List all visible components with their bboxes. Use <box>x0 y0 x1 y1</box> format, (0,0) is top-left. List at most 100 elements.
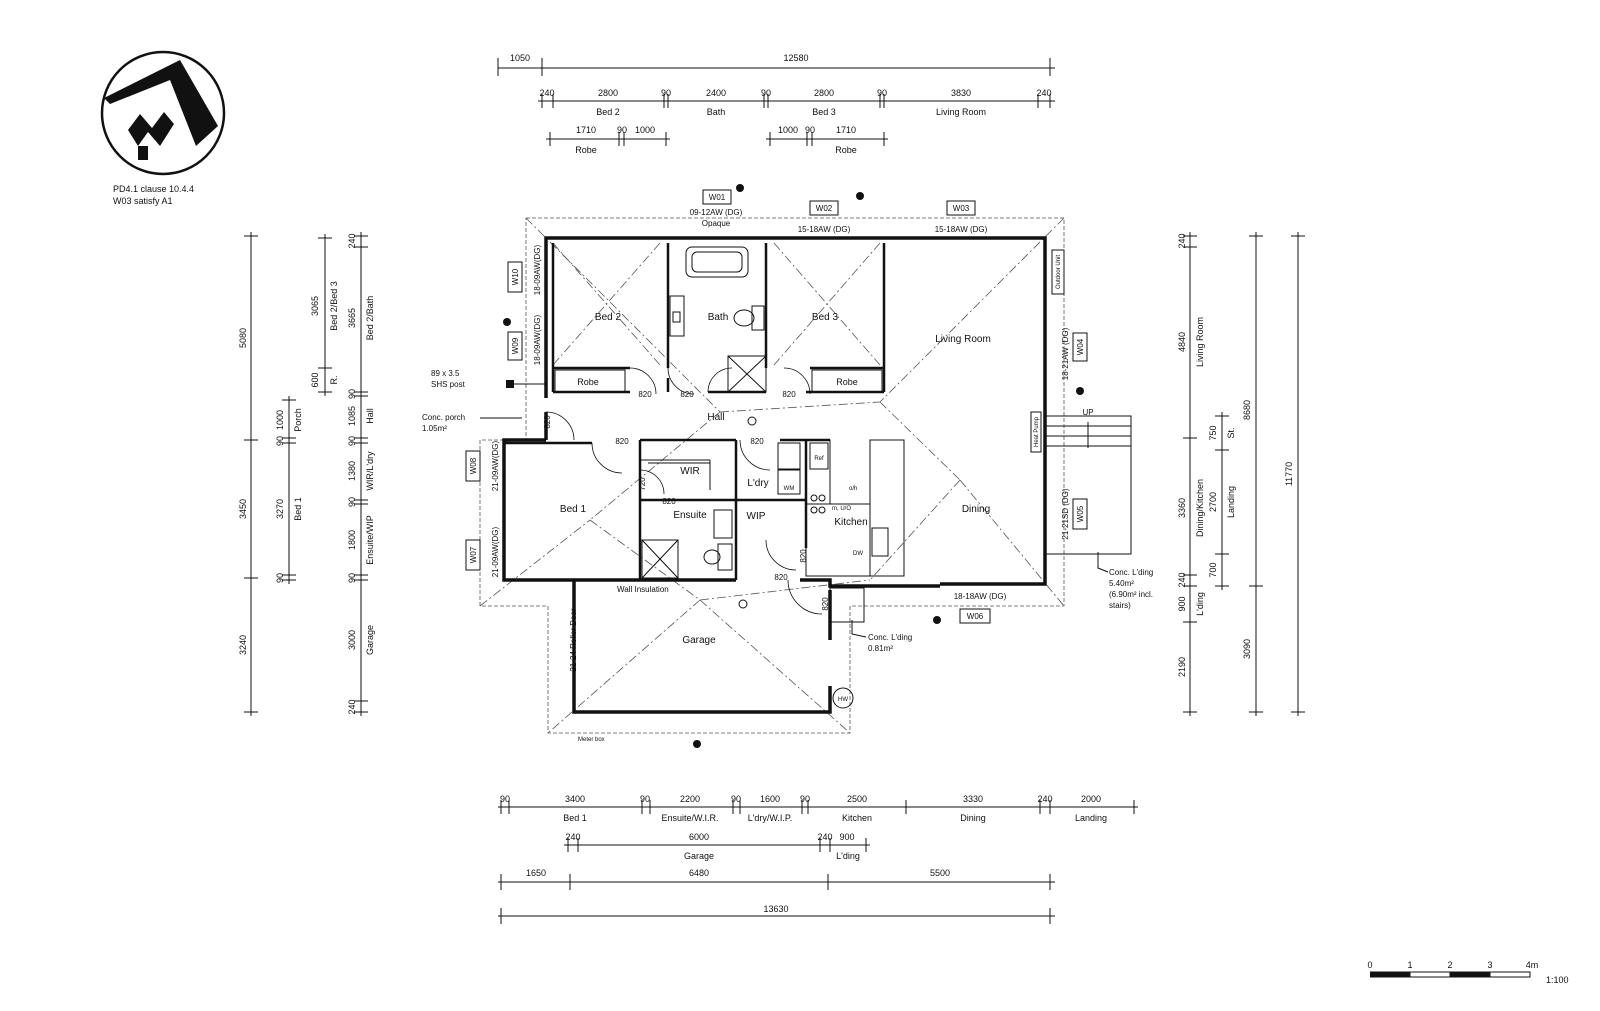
dim-left-label-porch: Porch <box>293 408 303 432</box>
porch-note-line-1: Conc. porch <box>422 413 465 422</box>
dim-right-3090: 3090 <box>1242 639 1252 659</box>
front-landing-note-1: Conc. L'ding <box>1109 568 1153 577</box>
dim-right-3360: 3360 <box>1177 498 1187 518</box>
dim-right-11770: 11770 <box>1284 462 1294 486</box>
dim-left-3000: 3000 <box>347 630 357 650</box>
room-label-wip: WIP <box>747 511 766 522</box>
dim-bottom-2000: 2000 <box>1081 794 1101 804</box>
dim-left-1000: 1000 <box>275 410 285 430</box>
window-tags: W01 09-12AW (DG) Opaque W02 15-18AW (DG)… <box>465 189 1088 624</box>
dim-bottom-2500: 2500 <box>847 794 867 804</box>
dim-bottom-label-laundry: L'dry/W.I.P. <box>748 813 793 823</box>
window-tag-w04: W04 <box>1076 338 1085 355</box>
dim-left-600: 600 <box>310 372 320 387</box>
meter-box-note: Meter box <box>578 737 605 743</box>
stairs-up-note: UP <box>1082 408 1093 417</box>
north-note-line-2: W03 satisfy A1 <box>113 196 173 206</box>
stairs-icon <box>1044 415 1132 555</box>
uo-label: m, U/O <box>832 506 851 512</box>
scale-tick-1: 1 <box>1407 960 1412 970</box>
door-width-8: 820 <box>543 415 552 429</box>
dim-left-3240: 3240 <box>238 635 248 655</box>
dim-top-2400-bath: 2400 <box>706 88 726 98</box>
scale-ratio: 1:100 <box>1546 975 1569 985</box>
scale-bar: 0 1 2 3 4m 1:100 <box>1367 960 1568 985</box>
dim-right-label-stairs: St. <box>1226 427 1236 438</box>
dim-bottom-label-ensuite: Ensuite/W.I.R. <box>661 813 718 823</box>
house-walls <box>502 236 1047 714</box>
scale-tick-2: 2 <box>1447 960 1452 970</box>
dim-bottom-90-c: 90 <box>731 794 741 804</box>
top-dimensions: 1050 12580 240 2800 Bed 2 90 2400 Bath 9… <box>497 53 1055 155</box>
dim-bottom-3330: 3330 <box>963 794 983 804</box>
dim-top-3830-living: 3830 <box>951 88 971 98</box>
window-spec-w10: 18-09AW(DG) <box>533 244 542 295</box>
post-note-line-1: 89 x 3.5 <box>431 369 460 378</box>
dw-label: DW <box>853 551 863 557</box>
room-label-bath: Bath <box>708 312 729 323</box>
door-width-7: 820 <box>774 573 788 582</box>
dim-right-700: 700 <box>1208 562 1218 577</box>
dim-left-label-robe: R. <box>329 376 339 385</box>
door-width-4: 820 <box>615 437 629 446</box>
rear-landing <box>829 587 865 623</box>
dim-robe-label-left: Robe <box>575 145 597 155</box>
front-landing-note-2: 5.40m² <box>1109 579 1134 588</box>
window-tag-w07: W07 <box>469 546 478 563</box>
window-spec-w02: 15-18AW (DG) <box>798 225 851 234</box>
window-spec-w07: 21-09AW(DG) <box>491 526 500 577</box>
dim-top-label-living: Living Room <box>936 107 986 117</box>
room-label-robe-left: Robe <box>577 377 599 387</box>
dim-bottom-13630: 13630 <box>763 904 788 914</box>
porch-note-line-2: 1.05m² <box>422 424 447 433</box>
dim-left-label-ensuite-wip: Ensuite/WIP <box>365 515 375 565</box>
dim-left-1380: 1380 <box>347 461 357 481</box>
dim-right-label-landing: Landing <box>1226 486 1236 518</box>
window-tag-w01: W01 <box>709 193 726 202</box>
room-label-dining: Dining <box>962 504 990 515</box>
room-label-laundry: L'dry <box>747 478 768 489</box>
dim-garage-900: 900 <box>839 832 854 842</box>
dim-bottom-90-d: 90 <box>800 794 810 804</box>
roller-door-note: 21-24 Roller Door <box>569 608 578 671</box>
dim-bottom-3400: 3400 <box>565 794 585 804</box>
dim-left-1800: 1800 <box>347 530 357 550</box>
left-dimensions: 5080 3450 3240 3065 Bed 2/Bed 3 600 R. 1… <box>238 232 375 716</box>
dim-bottom-label-landing: Landing <box>1075 813 1107 823</box>
dim-right-2700: 2700 <box>1208 492 1218 512</box>
wm-label: WM <box>784 486 795 492</box>
dim-left-label-garage: Garage <box>365 625 375 655</box>
room-label-robe-right: Robe <box>836 377 858 387</box>
dim-garage-240-b: 240 <box>817 832 832 842</box>
dim-top-90-c: 90 <box>877 88 887 98</box>
dim-left-240-top: 240 <box>347 233 357 248</box>
door-swings <box>545 367 823 615</box>
dim-left-label-bed2-bed3: Bed 2/Bed 3 <box>329 281 339 331</box>
dim-top-12580: 12580 <box>783 53 808 63</box>
door-width-9: 820 <box>799 549 808 563</box>
dim-right-label-landing-small: L'ding <box>1195 592 1205 616</box>
dim-left-3065: 3065 <box>310 296 320 316</box>
north-arrow-icon <box>100 50 226 176</box>
dim-robe-1000-right: 1000 <box>778 125 798 135</box>
dim-top-label-bed2: Bed 2 <box>596 107 620 117</box>
window-tag-w02: W02 <box>816 204 833 213</box>
dim-robe-90-left: 90 <box>617 125 627 135</box>
front-landing-note-4: stairs) <box>1109 601 1131 610</box>
window-spec-w01: 09-12AW (DG) <box>690 208 743 217</box>
dim-left-90-e: 90 <box>347 497 357 507</box>
dim-right-2190: 2190 <box>1177 657 1187 677</box>
window-spec-w05: 21-21SD (DG) <box>1061 488 1070 539</box>
ref-label: Ref <box>814 456 824 462</box>
dim-bottom-label-bed1: Bed 1 <box>563 813 587 823</box>
window-spec-w09: 18-09AW(DG) <box>533 314 542 365</box>
window-tag-w08: W08 <box>469 457 478 474</box>
dim-robe-1000-left: 1000 <box>635 125 655 135</box>
bath-fixtures-icon <box>669 246 767 393</box>
dim-top-90-b: 90 <box>761 88 771 98</box>
dim-bottom-label-dining: Dining <box>960 813 986 823</box>
oh-label: o/h <box>849 486 857 492</box>
dim-720: 720 <box>638 477 647 491</box>
door-width-5: 820 <box>750 437 764 446</box>
